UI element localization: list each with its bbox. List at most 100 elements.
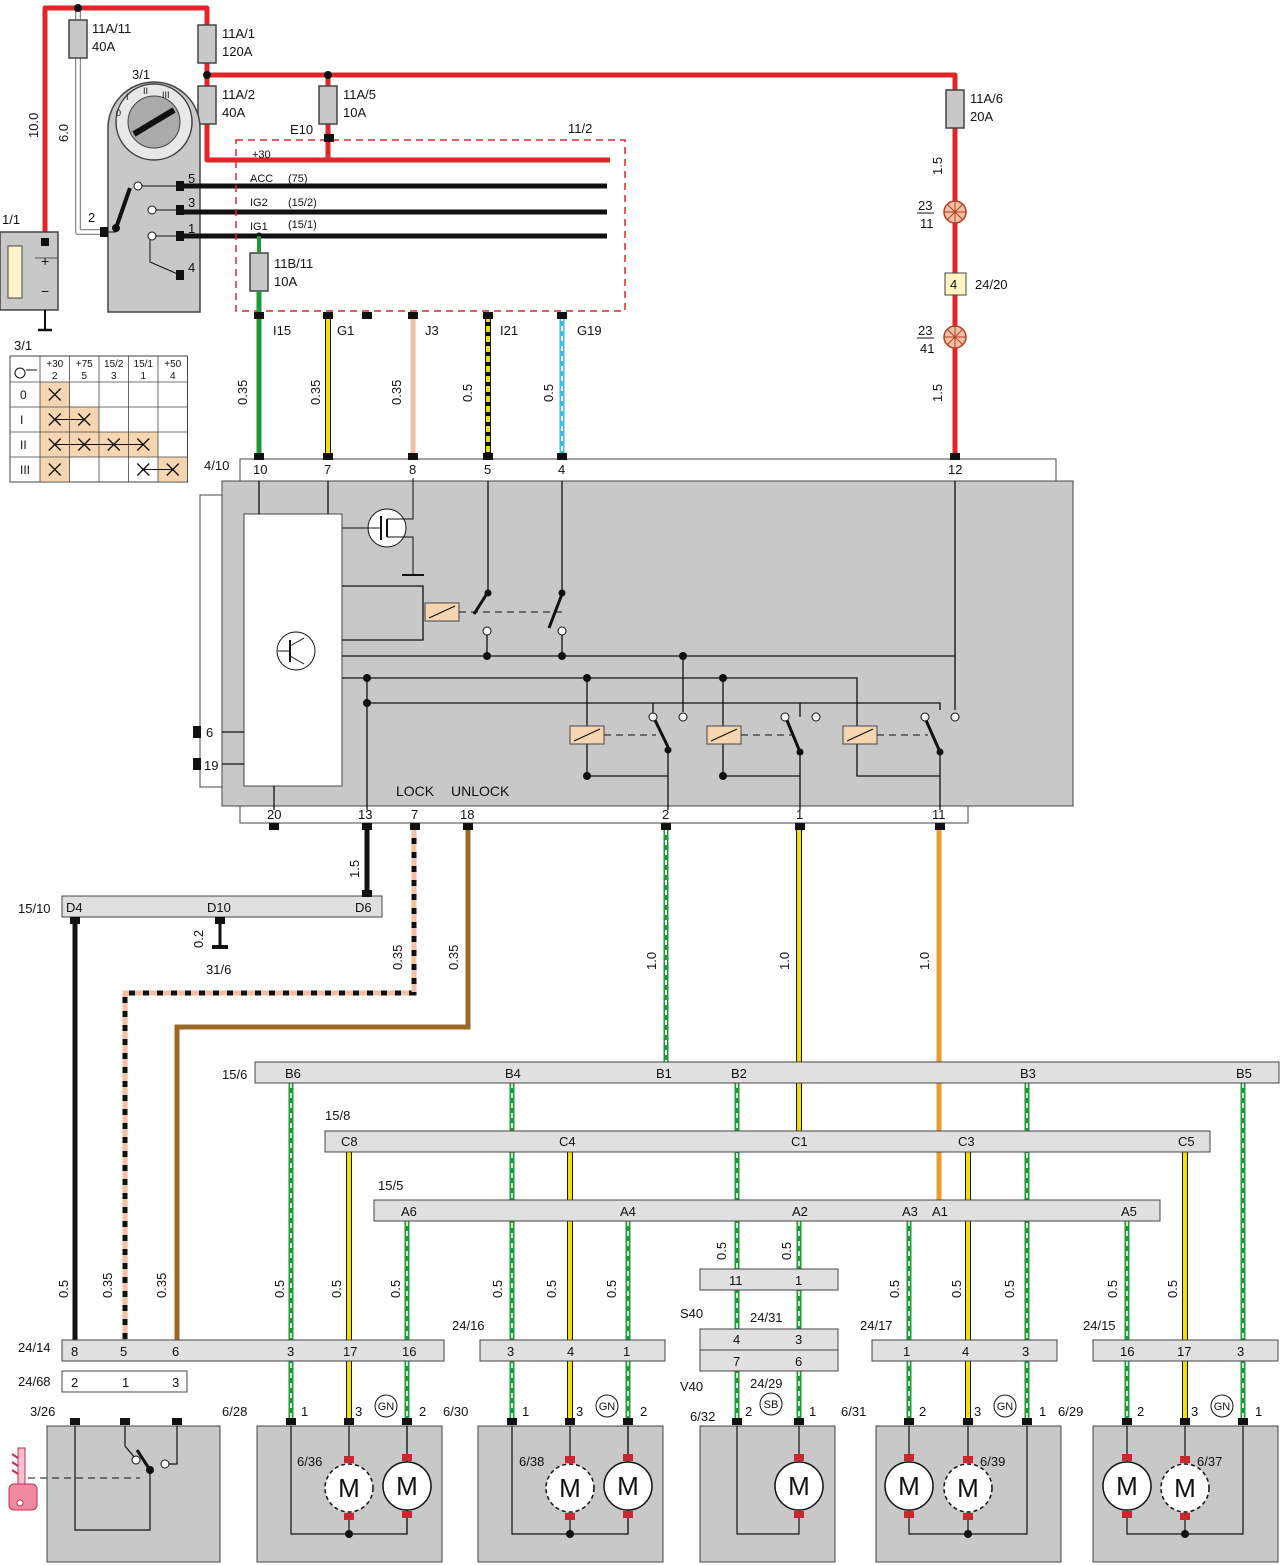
conn-s40-pin: 1 — [795, 1273, 802, 1288]
mod-pin-12: 12 — [948, 462, 962, 477]
gauge-13: 1.5 — [347, 860, 362, 878]
bar-15-5-pin: A4 — [620, 1204, 636, 1219]
conn-s40-pin: 11 — [729, 1273, 743, 1288]
wire-gauge-1: 0.35 — [100, 1273, 115, 1298]
mod-pin-5: 5 — [484, 462, 491, 477]
wire-gauge-5: 0.5 — [388, 1280, 403, 1298]
ground-label: 31/6 — [206, 962, 231, 977]
switch-col-header: 15/2 — [104, 359, 124, 370]
wire-color-tag: SB — [764, 1399, 779, 1411]
bar-15-5-pin: A3 — [902, 1204, 918, 1219]
switch-row-label: I — [20, 413, 23, 427]
ground-pin-d10: D10 — [207, 900, 231, 915]
wire-gauge-2: 0.35 — [154, 1273, 169, 1298]
wire-gauge-4: 0.5 — [329, 1280, 344, 1298]
switch-col-header: 15/1 — [134, 359, 154, 370]
module-label: 4/10 — [204, 458, 229, 473]
actuator-pin: 2 — [640, 1404, 647, 1419]
actuator-sub-label: 6/39 — [980, 1454, 1005, 1469]
motor-dashed — [545, 1463, 595, 1513]
v40-label: V40 — [680, 1379, 703, 1394]
motor-letter: M — [957, 1473, 979, 1503]
switch-col-header: +50 — [164, 359, 181, 370]
conn-24-29-pin: 7 — [733, 1354, 740, 1369]
lamp1-bottom: 11 — [920, 216, 934, 231]
svg-text:II: II — [143, 86, 148, 96]
conn-24-14-pin: 3 — [287, 1344, 294, 1359]
motor-letter: M — [1116, 1471, 1138, 1501]
motor-dashed — [943, 1463, 993, 1513]
conn-24-14-pin: 8 — [71, 1344, 78, 1359]
busbar-acc: ACC — [250, 173, 273, 185]
motor-letter: M — [898, 1471, 920, 1501]
actuator-pin: 2 — [919, 1404, 926, 1419]
motor-dashed — [1160, 1463, 1210, 1513]
battery: + − 1/1 — [0, 212, 59, 332]
ign-term-2: 2 — [88, 210, 95, 225]
fuse-11a2-id: 11A/2 — [222, 87, 255, 102]
ignition-wiring — [184, 183, 607, 239]
gauge-d10: 0.2 — [191, 930, 206, 948]
wire-gauge-7: 0.5 — [544, 1280, 559, 1298]
actuator-sub-label: 6/36 — [297, 1454, 322, 1469]
mod-pin-2: 2 — [662, 807, 669, 822]
fuses — [68, 19, 965, 292]
wire-gauge-11: 0.5 — [887, 1280, 902, 1298]
conn-24-16-pin: 3 — [507, 1344, 514, 1359]
ignition-label: 3/1 — [132, 67, 150, 82]
gauge-pin1: 1.0 — [777, 952, 792, 970]
out-g1: G1 — [337, 323, 354, 338]
bar-15-5-pin: A1 — [932, 1204, 948, 1219]
lamp-circuit: 1.5 1.5 23 11 23 41 4 24/20 — [917, 157, 1008, 402]
out-i21: I21 — [500, 323, 518, 338]
motor — [884, 1461, 934, 1511]
gauge-10: 10.0 — [26, 113, 41, 138]
bar-15-8-pin: C8 — [341, 1134, 358, 1149]
bar-15-6-pin: B4 — [505, 1066, 521, 1081]
conn-24-14-pin: 17 — [343, 1344, 357, 1359]
actuator-pin: 2 — [419, 1404, 426, 1419]
ign-term-1: 1 — [188, 221, 195, 236]
actuator-3-26-label: 3/26 — [30, 1404, 55, 1419]
fuse-labels: 11A/11 40A 11A/1 120A 11A/2 40A 11A/5 10… — [92, 21, 1003, 289]
motor — [774, 1461, 824, 1511]
motor — [603, 1461, 653, 1511]
actuator-pin: 2 — [1137, 1404, 1144, 1419]
fuse-11b11-id: 11B/11 — [274, 256, 313, 271]
gauge-pin11: 1.0 — [917, 952, 932, 970]
ground-block-label: 15/10 — [18, 901, 51, 916]
conn-24-17-pin: 4 — [962, 1344, 969, 1359]
fuse-11a6-id: 11A/6 — [970, 91, 1003, 106]
conn-24-20-pin: 4 — [950, 277, 957, 292]
wire-color-tag: GN — [378, 1401, 395, 1413]
switch-col-pin: 5 — [81, 371, 87, 382]
wire-gauge-6: 0.5 — [490, 1280, 505, 1298]
bar-15-6-label: 15/6 — [222, 1067, 247, 1082]
control-module: 4/10 — [193, 453, 1074, 830]
gauge-g19: 0.5 — [541, 384, 556, 402]
switch-table-title: 3/1 — [14, 338, 32, 353]
actuator-pin: 1 — [809, 1404, 816, 1419]
switch-col-pin: 3 — [111, 371, 117, 382]
mod-pin-18: 18 — [460, 807, 474, 822]
conn-24-15-pin: 16 — [1120, 1344, 1134, 1359]
bar-15-5-pin: A6 — [401, 1204, 417, 1219]
key-icon — [8, 1447, 38, 1511]
mod-pin-13: 13 — [358, 807, 372, 822]
battery-label: 1/1 — [2, 212, 20, 227]
mod-pin-7: 7 — [324, 462, 331, 477]
fuse-11a5-rating: 10A — [343, 105, 366, 120]
mod-pin-11: 11 — [932, 807, 946, 822]
conn-24-15-label: 24/15 — [1083, 1318, 1116, 1333]
motor-letter: M — [617, 1471, 639, 1501]
mod-pin-19: 19 — [204, 758, 218, 773]
fuse-11b11-rating: 10A — [274, 274, 297, 289]
ground-block: 15/10 D4 D10 D6 31/6 — [18, 890, 383, 977]
bar-15-8-label: 15/8 — [325, 1108, 350, 1123]
out-i15: I15 — [273, 323, 291, 338]
conn-24-15-pin: 17 — [1177, 1344, 1191, 1359]
wire-color-tag: GN — [997, 1401, 1014, 1413]
